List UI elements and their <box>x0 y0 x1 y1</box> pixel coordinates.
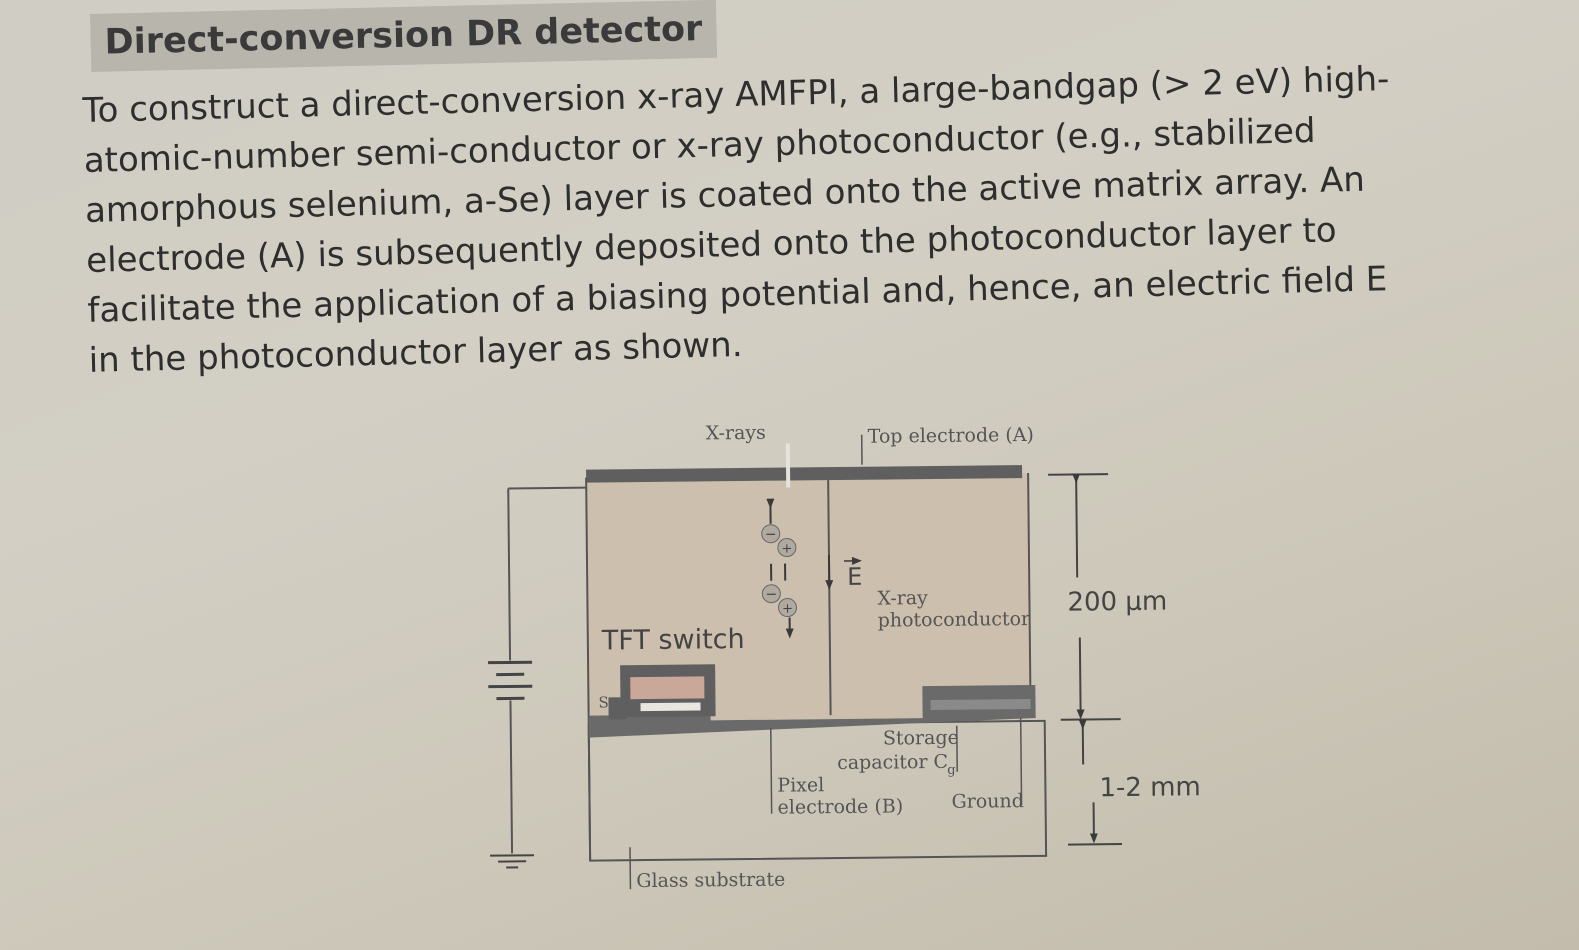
dimension-tick-top <box>1048 473 1109 476</box>
active-matrix-layer <box>588 684 1036 738</box>
electron-symbol: − <box>765 587 777 603</box>
detector-diagram: − + − + E <box>460 395 1220 915</box>
battery-icon <box>488 660 533 701</box>
detector-right-wall <box>1027 473 1032 694</box>
bias-wire-top <box>508 486 587 490</box>
dimension-tick-bottom <box>1067 843 1123 846</box>
dimension-arrow-middle <box>1076 637 1085 720</box>
detector-diagram-svg: − + − + E <box>488 422 1201 893</box>
tft-source-contact <box>608 697 627 720</box>
dimension-tick-middle <box>1060 718 1121 721</box>
hole-charge <box>777 538 797 558</box>
section-heading: Direct-conversion DR detector <box>90 0 717 72</box>
thickness-top-label: 200 µm <box>1067 587 1167 618</box>
storage-label-line2: capacitor C <box>837 751 948 774</box>
hole-symbol: + <box>781 541 792 556</box>
detector-left-wall <box>585 477 592 861</box>
tft-switch-label: TFT switch <box>601 624 745 657</box>
dimension-arrow-top <box>1072 473 1081 578</box>
hole-charge <box>778 598 798 618</box>
bias-wire-left <box>507 488 512 661</box>
charge-carriers: − + − + <box>761 498 798 639</box>
pixel-electrode-plate <box>930 699 1031 711</box>
pixel-electrode-label-line1: Pixel <box>777 774 824 796</box>
thickness-bottom-label: 1-2 mm <box>1099 772 1201 803</box>
tft-gate <box>640 702 701 712</box>
bias-wire-lower <box>509 700 514 854</box>
top-electrode-label: Top electrode (A) <box>868 424 1034 448</box>
ground-label: Ground <box>951 790 1024 813</box>
electric-field-label: E <box>847 563 862 591</box>
photoconductor-layer <box>586 473 1031 723</box>
body-paragraph: To construct a direct-conversion x-ray A… <box>82 51 1529 386</box>
storage-label-line1: Storage <box>883 727 959 750</box>
ground-icon <box>490 854 535 869</box>
pixel-electrode-label-line2: electrode (B) <box>777 795 903 818</box>
pixel-divider <box>827 480 832 716</box>
pixel-electrode-lead <box>770 727 773 814</box>
electron-charge <box>761 524 781 544</box>
glass-substrate-label: Glass substrate <box>636 869 785 893</box>
photoconductor-label-line1: X-ray <box>877 587 928 610</box>
electron-charge <box>761 584 781 604</box>
hole-symbol: + <box>782 601 793 616</box>
xrays-label: X-rays <box>706 422 766 445</box>
source-label: S <box>598 693 608 711</box>
ground-lead <box>1019 718 1023 806</box>
tft-channel <box>630 676 705 700</box>
photoconductor-label-line2: photoconductor <box>878 608 1032 632</box>
storage-subscript: g <box>947 763 955 778</box>
electron-symbol: − <box>765 527 777 543</box>
top-electrode <box>586 465 1023 483</box>
